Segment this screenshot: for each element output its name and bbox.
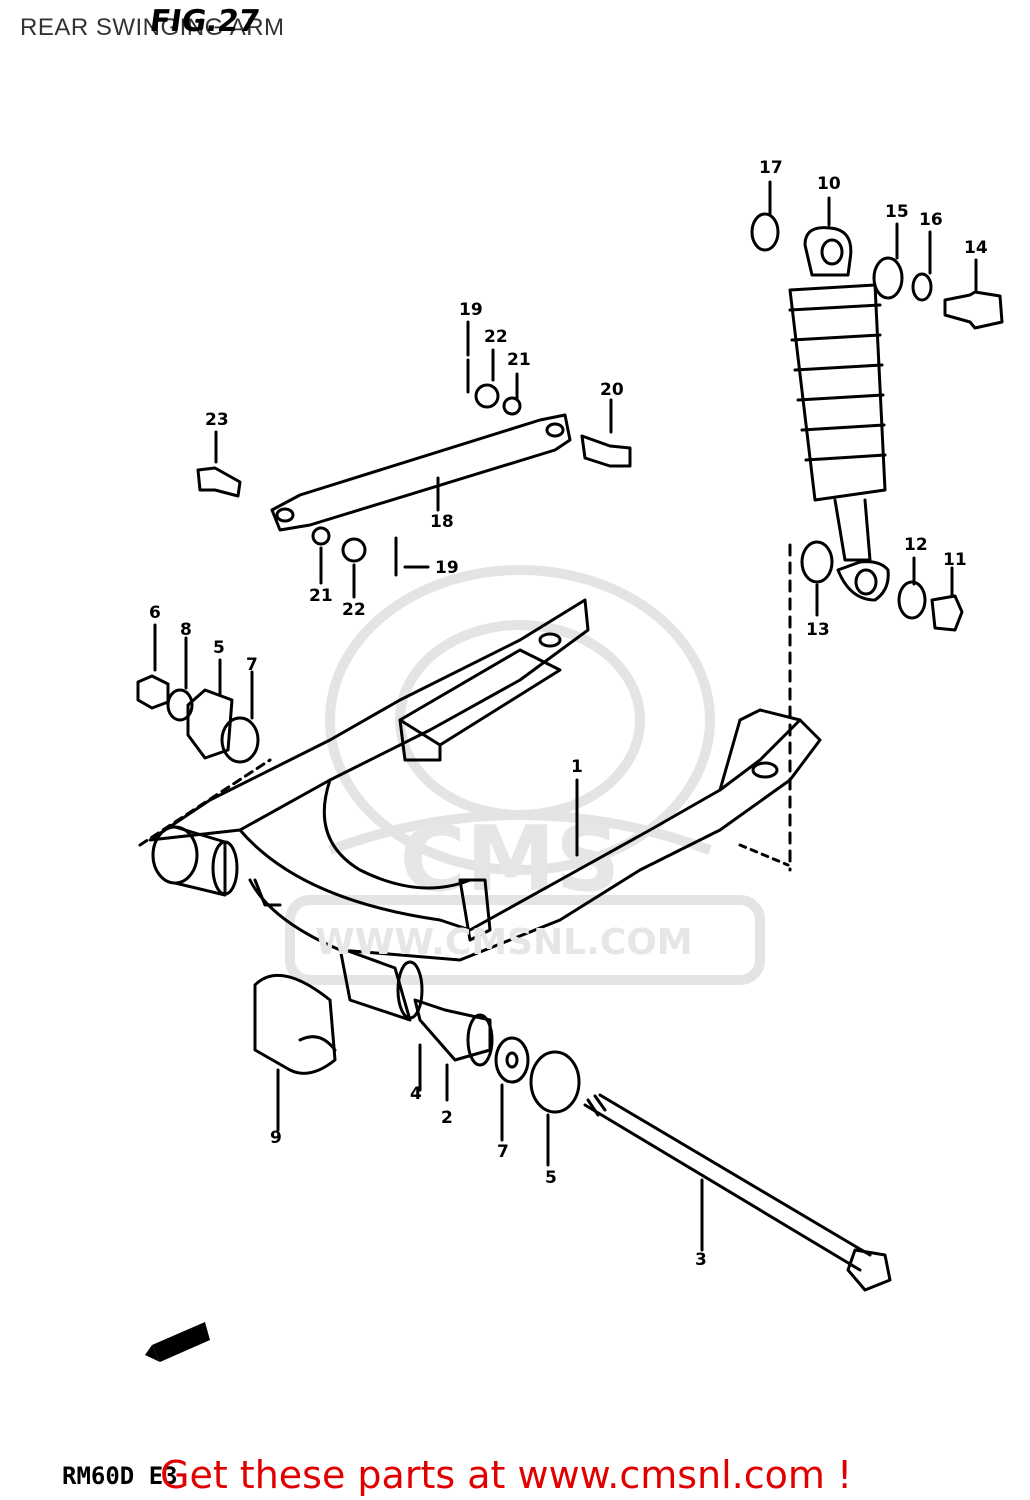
callout-19-upper: 19: [459, 300, 483, 320]
washer-21-upper: [502, 396, 522, 416]
callout-7-upper: 7: [246, 655, 258, 675]
callout-3: 3: [695, 1250, 707, 1270]
callout-9: 9: [270, 1128, 282, 1148]
promo-link[interactable]: Get these parts at www.cmsnl.com !: [160, 1453, 853, 1497]
callout-19-lower: 19: [435, 558, 459, 578]
callout-18: 18: [430, 512, 454, 532]
callout-23: 23: [205, 410, 229, 430]
callout-11: 11: [943, 550, 967, 570]
nut-22-upper: [474, 383, 500, 409]
callout-1: 1: [571, 757, 583, 777]
callout-15: 15: [885, 202, 909, 222]
watermark-url: WWW.CMSNL.COM: [315, 922, 693, 963]
bolt-14: [943, 290, 1004, 330]
callout-21-lower: 21: [309, 586, 333, 606]
swing-arm: [148, 598, 822, 962]
callout-8: 8: [180, 620, 192, 640]
collar-2: [413, 998, 494, 1067]
callout-5-lower: 5: [545, 1168, 557, 1188]
cap-5-lower: [529, 1050, 581, 1114]
callout-16: 16: [919, 210, 943, 230]
washer-7-lower: [494, 1036, 530, 1084]
axle-bolt: [583, 1093, 892, 1292]
callout-4: 4: [410, 1084, 422, 1104]
watermark-logo-text: CMS: [400, 807, 620, 912]
callout-12: 12: [904, 535, 928, 555]
rear-shock-absorber-10: [788, 226, 890, 602]
page-title: REAR SWINGING ARM: [20, 14, 285, 41]
washer-13: [800, 540, 834, 584]
callout-21-upper: 21: [507, 350, 531, 370]
bolt-20: [580, 434, 632, 468]
watermark-logo: [285, 565, 765, 985]
fwd-arrow-icon: [145, 1322, 210, 1362]
pivot-boss-right: [338, 946, 424, 1022]
cap-5-upper: [186, 688, 234, 760]
callout-13: 13: [806, 620, 830, 640]
washer-8: [166, 688, 194, 722]
callout-10: 10: [817, 174, 841, 194]
nut-22-lower: [341, 537, 367, 563]
callout-7-lower: 7: [497, 1142, 509, 1162]
washer-12: [897, 580, 927, 620]
bolt-23: [196, 466, 242, 498]
pivot-boss-left: [151, 825, 239, 897]
washer-7-upper: [220, 716, 260, 764]
callout-22-lower: 22: [342, 600, 366, 620]
washer-16: [911, 272, 933, 302]
nut-6: [136, 674, 170, 710]
torque-link-18: [270, 413, 572, 532]
callout-2: 2: [441, 1108, 453, 1128]
callout-5-upper: 5: [213, 638, 225, 658]
callout-6: 6: [149, 603, 161, 623]
washer-21-lower: [311, 526, 331, 546]
washer-15: [872, 256, 904, 300]
chain-buffer-9: [253, 973, 337, 1075]
callout-17: 17: [759, 158, 783, 178]
callout-14: 14: [964, 238, 988, 258]
cap-nut-11: [930, 594, 964, 632]
model-code: RM60D E3: [62, 1462, 178, 1490]
washer-17: [750, 212, 780, 252]
callout-20: 20: [600, 380, 624, 400]
callout-22-upper: 22: [484, 327, 508, 347]
